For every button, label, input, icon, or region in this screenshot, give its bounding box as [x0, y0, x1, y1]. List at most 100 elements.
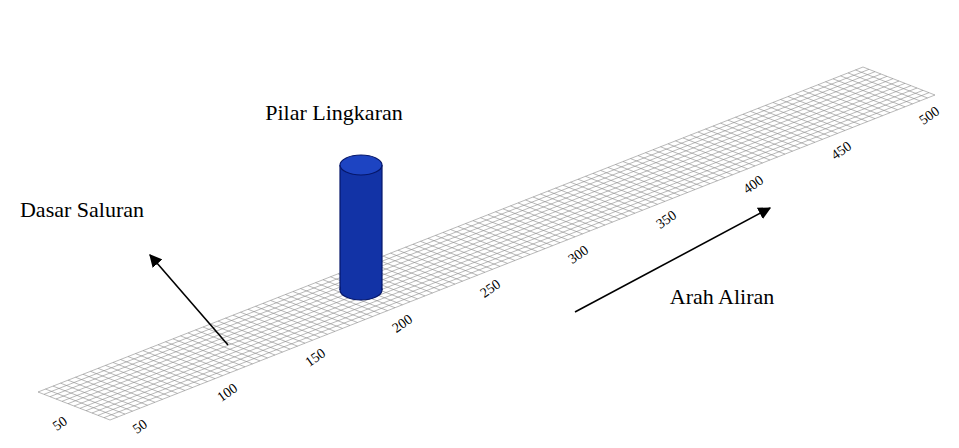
axis-tick: 300	[565, 242, 591, 267]
grid-line	[98, 90, 923, 415]
axis-tick: 50	[50, 414, 70, 435]
grid-line	[113, 362, 185, 390]
grid-line	[106, 365, 178, 393]
grid-line	[796, 94, 868, 122]
grid-line	[638, 156, 710, 184]
grid-line	[271, 300, 343, 328]
circular-pier	[340, 155, 382, 300]
grid-line	[586, 176, 658, 204]
grid-line	[286, 295, 358, 323]
grid-line	[241, 312, 313, 340]
bed-label: Dasar Saluran	[20, 198, 144, 222]
grid-line	[466, 224, 538, 252]
grid-line	[623, 162, 695, 190]
grid-line	[413, 244, 485, 272]
grid-line	[826, 82, 898, 110]
axis-tick: 50	[129, 417, 149, 438]
grid-line	[526, 200, 598, 228]
grid-line	[758, 108, 830, 136]
grid-line	[53, 386, 125, 414]
grid-line	[721, 123, 793, 151]
grid-line	[541, 194, 613, 222]
axis-tick: 250	[478, 276, 504, 301]
grid-line	[458, 227, 530, 255]
grid-line	[556, 188, 628, 216]
grid-line	[473, 221, 545, 249]
grid-line	[863, 67, 935, 95]
grid-line	[44, 69, 869, 394]
pier-label: Pilar Lingkaran	[265, 101, 402, 125]
grid-line	[443, 232, 515, 260]
grid-line	[86, 86, 911, 411]
grid-line	[136, 354, 208, 382]
grid-line	[668, 144, 740, 172]
grid-line	[743, 114, 815, 142]
grid-line	[766, 105, 838, 133]
grid-line	[256, 306, 328, 334]
grid-line	[841, 76, 913, 104]
grid-line	[406, 247, 478, 275]
grid-line	[46, 389, 118, 417]
grid-line	[181, 336, 253, 364]
channel-bed-grid	[38, 67, 935, 420]
grid-line	[158, 345, 230, 373]
grid-line	[706, 129, 778, 157]
grid-line	[608, 167, 680, 195]
grid-line	[833, 79, 905, 107]
grid-line	[511, 206, 583, 234]
grid-line	[248, 309, 320, 337]
grid-line	[56, 74, 881, 399]
grid-line	[50, 72, 875, 397]
grid-line	[713, 126, 785, 154]
grid-line	[811, 88, 883, 116]
grid-line	[616, 165, 688, 193]
grid-line	[856, 70, 928, 98]
axis-tick: 100	[214, 380, 240, 405]
grid-line	[593, 173, 665, 201]
grid-line	[110, 95, 935, 420]
grid-line	[683, 138, 755, 166]
axis-tick: 200	[390, 311, 416, 336]
grid-line	[80, 83, 905, 408]
grid-line	[196, 330, 268, 358]
grid-line	[188, 333, 260, 361]
grid-line	[646, 153, 718, 181]
grid-line	[848, 73, 920, 101]
grid-line	[698, 132, 770, 160]
grid-line	[391, 253, 463, 281]
axis-tick: 500	[916, 104, 942, 129]
grid-line	[121, 360, 193, 388]
grid-line	[488, 215, 560, 243]
grid-line	[736, 117, 808, 145]
grid-line	[533, 197, 605, 225]
grid-line	[398, 250, 470, 278]
grid-line	[728, 120, 800, 148]
grid-line	[128, 357, 200, 385]
grid-line	[383, 256, 455, 284]
grid-line	[421, 241, 493, 269]
grid-line	[451, 230, 523, 258]
grid-line	[676, 141, 748, 169]
grid-line	[83, 374, 155, 402]
grid-line	[436, 235, 508, 263]
grid-line	[173, 339, 245, 367]
grid-line	[601, 170, 673, 198]
grid-line	[68, 380, 140, 408]
grid-line	[233, 315, 305, 343]
grid-line	[61, 383, 133, 411]
grid-line	[563, 185, 635, 213]
grid-line	[62, 76, 887, 401]
grid-line	[376, 259, 448, 287]
grid-line	[773, 102, 845, 130]
axis-tick: 150	[302, 346, 328, 371]
grid-line	[661, 147, 733, 175]
grid-line	[428, 238, 500, 266]
grid-line	[631, 159, 703, 187]
grid-line	[76, 377, 148, 405]
grid-line	[218, 321, 290, 349]
grid-line	[278, 297, 350, 325]
grid-line	[143, 351, 215, 379]
grid-line	[92, 88, 917, 413]
